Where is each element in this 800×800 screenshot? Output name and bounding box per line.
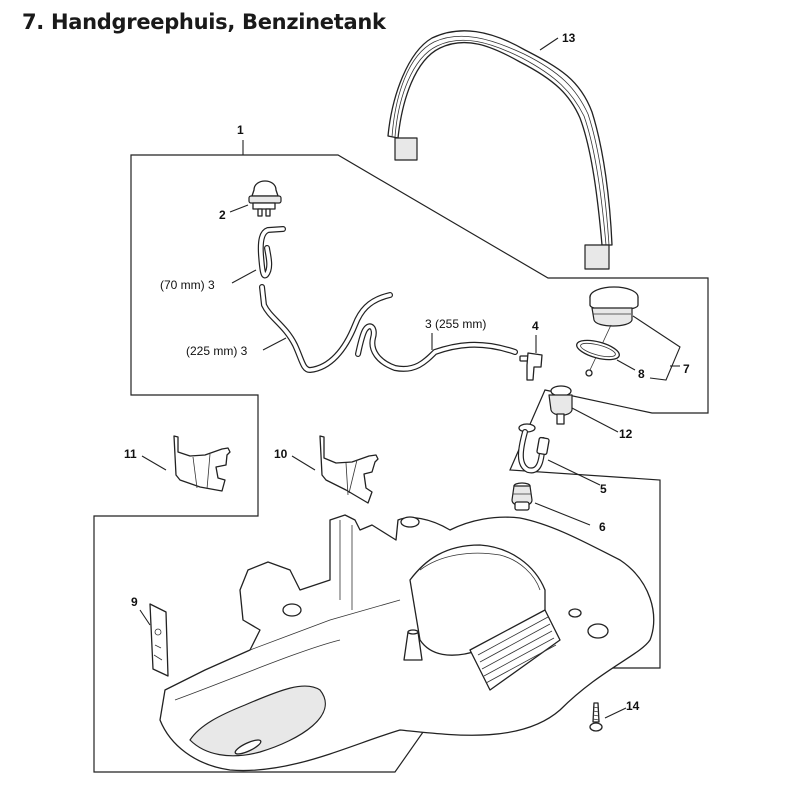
- elbow-connector-part-4[interactable]: [519, 352, 543, 381]
- callout-6[interactable]: 6: [599, 520, 606, 534]
- mount-hole-right: [587, 623, 609, 639]
- leader-2: [229, 204, 249, 213]
- handle-end-right: [584, 244, 610, 270]
- leader-5: [547, 459, 601, 486]
- fuel-hose-225mm-part-3[interactable]: [259, 284, 393, 373]
- callout-5[interactable]: 5: [600, 482, 607, 496]
- page-title: 7. Handgreephuis, Benzinetank: [22, 10, 386, 34]
- callout-2[interactable]: 2: [219, 208, 226, 222]
- screw-part-14[interactable]: [589, 702, 603, 732]
- leader-10: [291, 455, 316, 471]
- callout-1[interactable]: 1: [237, 123, 244, 137]
- leader-3-70mm: [231, 269, 257, 284]
- loop-handle-part-13[interactable]: [387, 30, 613, 270]
- mount-boss-left: [282, 603, 302, 617]
- cooling-grille: [477, 616, 557, 684]
- callout-7[interactable]: 7: [683, 362, 690, 376]
- leader-14: [604, 707, 627, 719]
- leader-13: [539, 37, 559, 51]
- callout-13[interactable]: 13: [562, 31, 576, 45]
- callout-12[interactable]: 12: [619, 427, 633, 441]
- leader-12: [571, 407, 619, 433]
- leader-8: [616, 359, 636, 371]
- callout-4[interactable]: 4: [532, 319, 539, 333]
- fuel-hose-255mm-part-3[interactable]: [355, 323, 518, 372]
- pickup-body-part-12[interactable]: [548, 385, 573, 425]
- cover-plate-part-10[interactable]: [319, 435, 379, 504]
- callout-3-225mm[interactable]: (225 mm) 3: [186, 344, 248, 358]
- leader-3-225mm: [262, 337, 287, 351]
- primer-bulb-part-2[interactable]: [248, 180, 282, 217]
- leader-11: [141, 455, 167, 471]
- callout-14[interactable]: 14: [626, 699, 640, 713]
- assembly-frame: [93, 154, 709, 773]
- leader-9: [139, 609, 151, 626]
- cover-plate-part-11[interactable]: [173, 435, 231, 492]
- callout-11[interactable]: 11: [124, 447, 137, 461]
- hose-part-5[interactable]: [517, 423, 550, 474]
- handle-end-left: [394, 137, 418, 161]
- o-ring-part-8[interactable]: [575, 337, 622, 377]
- leader-7: [632, 315, 681, 381]
- mount-boss: [568, 608, 582, 618]
- callout-3-70mm[interactable]: (70 mm) 3: [160, 278, 215, 292]
- handle-housing-fuel-tank[interactable]: [159, 514, 655, 772]
- mount-hole-top: [400, 516, 420, 528]
- valve-part-6[interactable]: [511, 482, 533, 511]
- leader-6: [534, 502, 591, 526]
- callout-9[interactable]: 9: [131, 595, 138, 609]
- callout-3-255mm[interactable]: 3 (255 mm): [425, 317, 486, 331]
- label-part-9[interactable]: [149, 603, 169, 677]
- callout-8[interactable]: 8: [638, 367, 645, 381]
- fuel-hose-70mm-part-3[interactable]: [257, 226, 286, 279]
- callout-10[interactable]: 10: [274, 447, 288, 461]
